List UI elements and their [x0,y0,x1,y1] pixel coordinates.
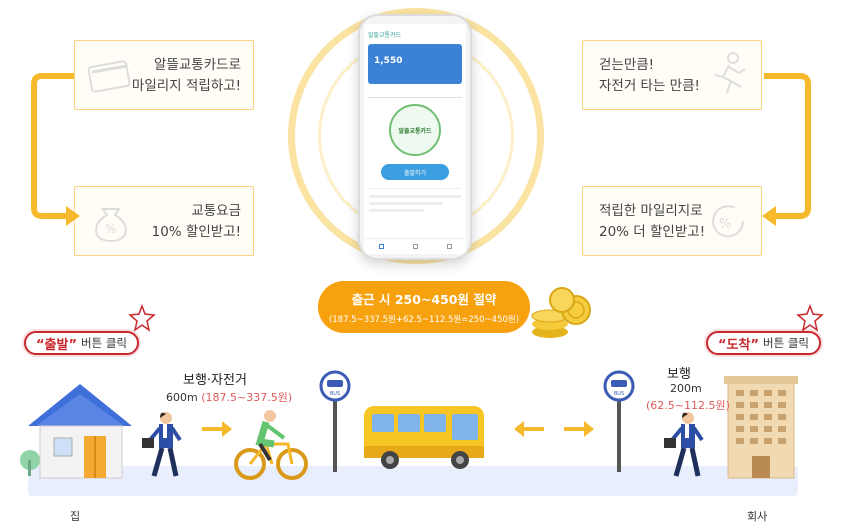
coin-stack-icon [531,287,591,338]
bus-stop-sign: BUS [603,370,635,472]
percent-cycle-icon: % [712,205,745,238]
right-arrow-icon [564,421,594,437]
history-icon[interactable] [412,244,418,249]
start-button-tag: “출발” 버튼 클릭 [24,331,139,355]
left-arrow-icon [514,421,544,437]
app-screen: 알뜰교통카드 1,550 알뜰교통카드 출발하기 [364,24,466,254]
bus-icon [364,406,484,469]
office-caption: 회사 [747,510,768,523]
house-icon [20,384,132,479]
home-icon[interactable] [378,244,384,249]
info-box-walk-bike: 걷는만큼! 자전거 타는 만큼! [582,40,762,110]
tag-quoted: “도착” [718,337,760,353]
info-box-extra-discount: % 적립한 마일리지로 20% 더 할인받고! [582,186,762,256]
tag-quoted: “출발” [36,337,78,353]
home-caption: 집 [70,510,81,523]
star-icon [128,304,156,332]
tag-suffix: 버튼 클릭 [763,336,809,350]
right-arrow-icon [202,421,232,437]
runner-icon [714,52,746,94]
loop-arrow-left [31,73,80,226]
start-button[interactable]: 출발하기 [381,164,449,180]
walk-distance: 200m [670,382,702,395]
app-tabs [368,88,462,98]
star-icon [796,304,824,332]
money-bag-icon: % [95,208,127,243]
app-notice [369,188,461,228]
bus-stop-text: BUS [330,391,340,397]
walking-person-icon [664,412,704,477]
walk-bike-distance: 600m (187.5~337.5원) [166,391,293,404]
bus-stop-text: BUS [614,391,624,397]
info-box-line: 교통요금 [191,203,241,219]
card-icon [87,60,131,93]
arrive-button-tag: “도착” 버튼 클릭 [706,331,821,355]
info-box-line: 마일리지 적립하고! [131,78,241,94]
info-box-line: 10% 할인받고! [151,224,241,240]
savings-detail: (187.5~337.5원+62.5~112.5원=250~450원) [328,315,520,325]
info-box-line: 걷는만큼! [599,57,655,73]
walk-amount: (62.5~112.5원) [646,399,730,412]
walk-bike-title: 보행·자전거 [183,373,247,388]
svg-text:%: % [105,222,116,236]
info-box-line: 자전거 타는 만큼! [599,78,700,94]
loop-arrow-right [762,73,811,226]
info-box-line: 적립한 마일리지로 [599,203,703,219]
svg-text:%: % [719,217,731,232]
office-building-icon [724,376,798,479]
app-name: 알뜰교통카드 [368,31,402,39]
bus-stop-sign: BUS [319,370,351,472]
info-box-line: 알뜰교통카드로 [154,57,241,73]
menu-icon[interactable] [446,244,452,249]
walk-title: 보행 [667,367,691,382]
savings-pill: 출근 시 250~450원 절약 (187.5~337.5원+62.5~112.… [318,281,530,333]
app-bottom-nav [364,238,466,254]
mileage-value: 1,550 [374,56,403,66]
app-logo: 알뜰교통카드 [389,104,441,156]
walking-person-icon [142,412,182,477]
cyclist-icon [234,410,308,480]
app-header: 알뜰교통카드 [364,24,466,44]
mileage-card: 1,550 [368,44,462,84]
savings-headline: 출근 시 250~450원 절약 [351,292,497,307]
logo-text: 알뜰교통카드 [398,127,432,135]
info-box-mileage: 알뜰교통카드로 마일리지 적립하고! [74,40,254,110]
tag-suffix: 버튼 클릭 [81,336,127,350]
phone-mockup: 알뜰교통카드 1,550 알뜰교통카드 출발하기 [358,14,472,260]
info-box-discount: % 교통요금 10% 할인받고! [74,186,254,256]
info-box-line: 20% 더 할인받고! [599,224,706,240]
walk-bike-amount: (187.5~337.5원) [201,391,293,404]
glow-ring-outer [288,8,544,264]
